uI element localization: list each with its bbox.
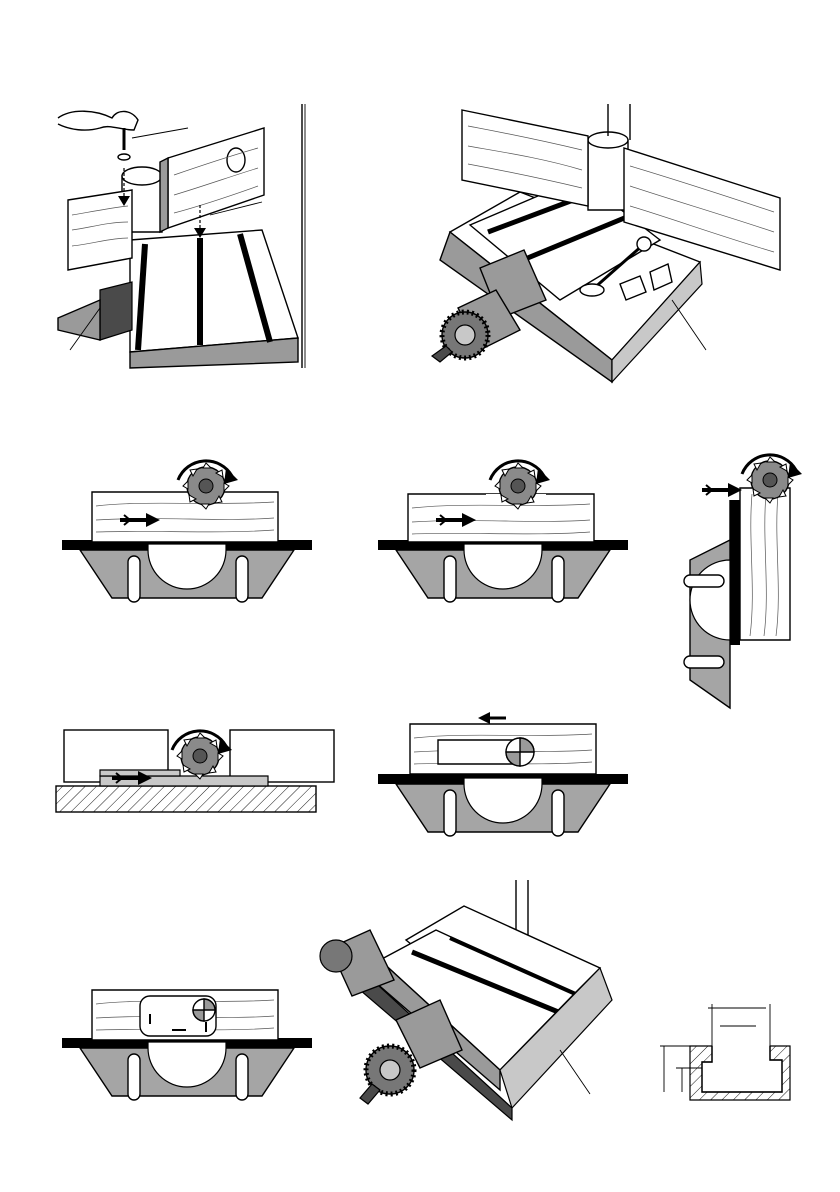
edge-cut-shallow-figure <box>62 461 312 602</box>
table-with-fence-figure <box>432 104 780 382</box>
t-slot-dimension-figure <box>660 1004 790 1100</box>
edge-cut-full-figure <box>378 461 628 602</box>
fence-mounting-figure <box>58 104 305 368</box>
slot-cut-figure <box>378 712 628 836</box>
pocket-cut-figure <box>62 990 312 1100</box>
groove-cut-figure <box>56 730 334 812</box>
vertical-cut-figure <box>684 455 802 708</box>
cross-table-figure <box>320 880 612 1120</box>
